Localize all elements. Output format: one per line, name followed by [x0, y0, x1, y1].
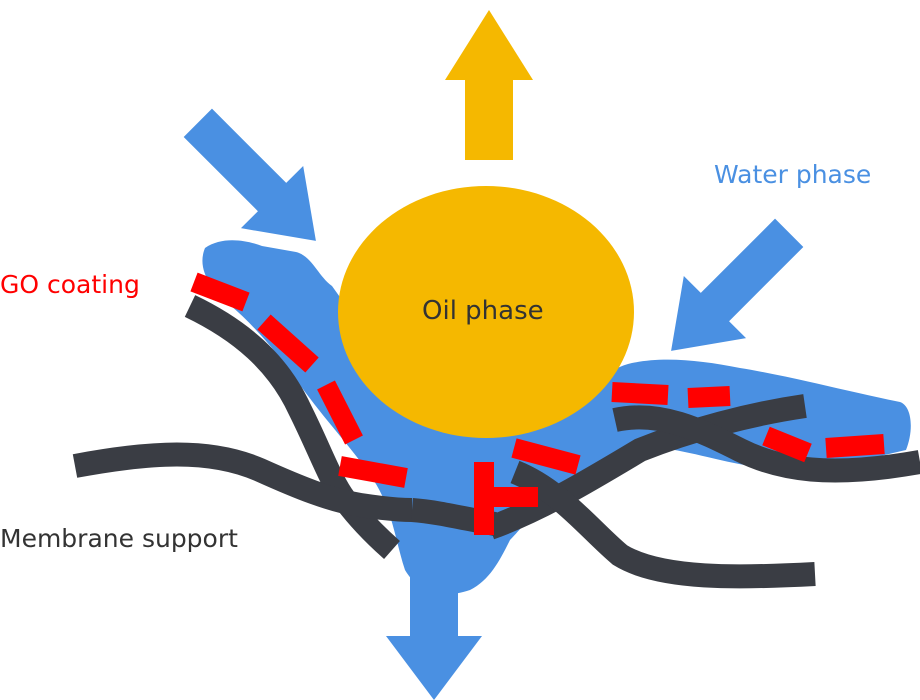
go-dash: [611, 382, 669, 405]
water-phase-label: Water phase: [714, 160, 872, 189]
oil-phase-label: Oil phase: [422, 296, 544, 326]
membrane-fiber: [485, 394, 807, 540]
go-dash: [511, 438, 581, 475]
membrane-fiber: [184, 295, 400, 559]
arrow-up-oil: [445, 10, 533, 160]
go-dash: [762, 426, 812, 463]
oil-droplet: [338, 186, 634, 438]
go-dash: [190, 272, 250, 312]
membrane-fiber: [510, 460, 816, 589]
go-coating-label: GO coating: [0, 270, 140, 299]
membrane-support-label: Membrane support: [0, 524, 238, 553]
membrane-fiber: [72, 442, 413, 522]
arrow-down-water: [386, 560, 482, 700]
membrane-fiber: [612, 405, 920, 483]
membrane-fibers: [72, 295, 920, 589]
go-dash: [338, 456, 408, 488]
go-dash: [687, 386, 731, 408]
go-dash: [257, 314, 319, 373]
arrow-in-water-right: [671, 218, 804, 351]
go-dash: [317, 380, 363, 445]
go-coating-dashes: [190, 272, 885, 535]
arrow-in-water-left: [183, 108, 316, 241]
go-dash: [825, 434, 885, 458]
